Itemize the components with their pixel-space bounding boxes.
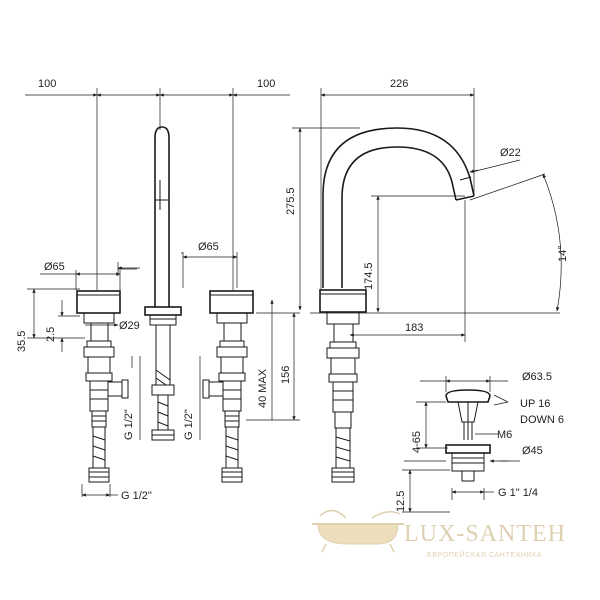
dim-35-5: 35.5: [16, 331, 28, 352]
center-dimensions: Ø65 G 1/2" G 1/2": [117, 241, 238, 440]
dim-65-right: Ø65: [198, 241, 219, 253]
watermark: LUX-SANTEH ЕВРОПЕЙСКАЯ САНТЕХНИКА: [312, 509, 566, 559]
bathtub-logo-icon: [312, 509, 404, 553]
dim-4-65: 4-65: [411, 431, 423, 453]
dim-40-max: 40 MAX: [257, 368, 269, 408]
dim-174-5: 174.5: [363, 262, 375, 290]
right-spout: [319, 127, 475, 483]
dim-100-right: 100: [257, 78, 275, 90]
left-dimensions: Ø65 35.5 2.5 Ø29 G 1/2": [16, 261, 152, 502]
g-1-quarter: G 1" 1/4: [498, 487, 538, 499]
dim-63-5: Ø63.5: [522, 371, 552, 383]
g-half-right: G 1/2": [183, 409, 195, 440]
dim-12-5: 12.5: [395, 491, 407, 512]
dim-100-left: 100: [38, 78, 56, 90]
g-half-bottom: G 1/2": [121, 490, 152, 502]
drain-detail: Ø63.5 UP 16 DOWN 6 M6 4-65 Ø45 12.5: [395, 371, 564, 513]
dim-156: 156: [280, 366, 292, 384]
down-6: DOWN 6: [520, 414, 564, 426]
up-16: UP 16: [520, 398, 550, 410]
dim-14-deg: 14°: [557, 245, 569, 262]
height-dimensions: 40 MAX 156: [246, 299, 300, 421]
dim-2-5: 2.5: [45, 327, 57, 342]
dim-275-5: 275.5: [285, 187, 297, 215]
center-spout: [144, 126, 183, 441]
top-left-dimensions: 100 100: [25, 78, 290, 290]
dim-183: 183: [405, 322, 423, 334]
left-valve: [76, 290, 129, 483]
dim-45: Ø45: [522, 445, 543, 457]
g-half-center: G 1/2": [123, 409, 135, 440]
watermark-name: LUX-SANTEH: [404, 521, 566, 547]
right-spout-dimensions: 226 275.5 174.5 183 14° Ø22: [285, 78, 569, 342]
dim-22: Ø22: [500, 147, 521, 159]
m6: M6: [497, 429, 512, 441]
right-valve: [202, 290, 254, 483]
dim-65-left: Ø65: [44, 261, 65, 273]
dim-226: 226: [390, 78, 408, 90]
watermark-tagline: ЕВРОПЕЙСКАЯ САНТЕХНИКА: [427, 550, 542, 559]
dim-29: Ø29: [119, 320, 140, 332]
